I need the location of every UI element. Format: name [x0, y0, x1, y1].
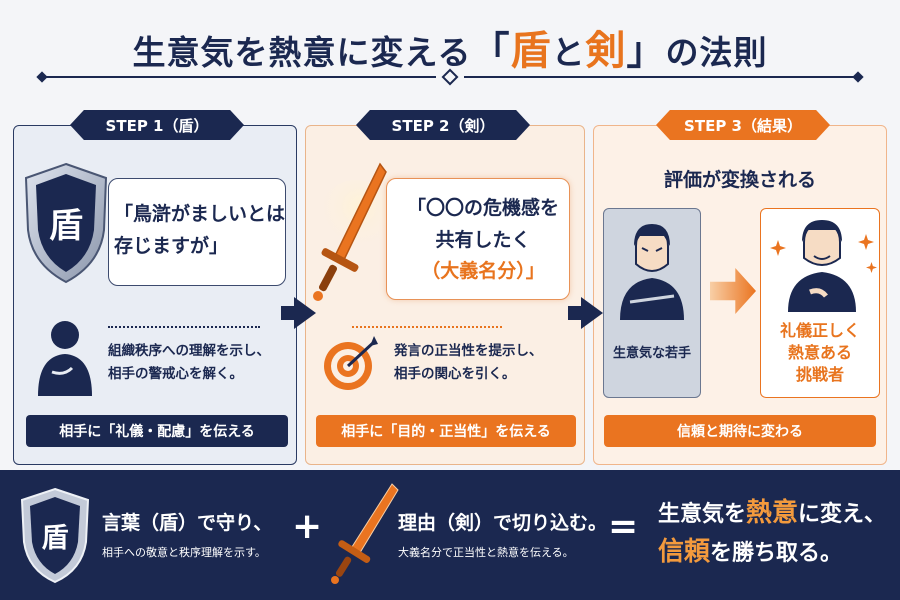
- step1-quote-line: 存じますが」: [114, 235, 229, 257]
- footer-result-text: に変え、: [798, 501, 887, 527]
- step1-description: 組織秩序への理解を示し、 相手の警戒心を解く。: [108, 340, 298, 386]
- after-label-line: 挑戦者: [795, 365, 844, 384]
- sparkle-icon: [866, 262, 877, 273]
- title-divider-left: [40, 76, 436, 78]
- sparkle-icon: [858, 234, 874, 250]
- title-suffix: の法則: [665, 33, 768, 72]
- step1-quote-line: 「鳥滸がましいとは: [114, 203, 286, 225]
- footer-shield-label: 盾: [41, 523, 69, 554]
- footer-result-text: 生意気を: [658, 501, 747, 527]
- footer-plus: +: [292, 506, 323, 547]
- title-sword-char: 剣: [585, 27, 627, 74]
- person-icon: [788, 220, 856, 312]
- footer-result-highlight: 信頼: [658, 537, 711, 567]
- footer-sword-main: 理由（剣）で切り込む。: [398, 512, 608, 534]
- step-arrow-stem: [568, 306, 582, 320]
- person-icon: [620, 224, 684, 320]
- title-shield-char: 盾: [510, 27, 552, 74]
- sword-icon: [313, 162, 388, 301]
- step-arrow-stem: [281, 306, 295, 320]
- after-card-label: 礼儀正しく 熱意ある 挑戦者: [760, 320, 880, 386]
- step1-summary-bar: 相手に「礼儀・配慮」を伝える: [26, 415, 288, 447]
- shield-icon-label: 盾: [49, 206, 83, 246]
- shield-icon: [24, 162, 108, 284]
- step1-desc-line: 相手の警戒心を解く。: [108, 366, 243, 382]
- sword-icon: [331, 483, 399, 584]
- step1-quote: 「鳥滸がましいとは 存じますが」: [114, 198, 290, 262]
- step2-desc-line: 発言の正当性を提示し、: [394, 343, 543, 359]
- step2-summary-bar: 相手に「目的・正当性」を伝える: [316, 415, 576, 447]
- arrow-right-icon: [581, 297, 603, 329]
- title-text: 生意気を熱意に変える: [132, 33, 472, 72]
- step2-quote-highlight: （大義名分）」: [421, 260, 545, 282]
- before-card-label: 生意気な若手: [612, 346, 691, 361]
- step1-speech-bubble: [108, 178, 286, 286]
- step2-tag: STEP 2（剣）: [356, 110, 530, 140]
- step2-quote-line: 共有したく: [435, 229, 531, 251]
- footer-shield-sub: 相手への敬意と秩序理解を示す。: [102, 546, 266, 559]
- page-title: 生意気を熱意に変える「盾と剣」の法則: [0, 18, 900, 76]
- step2-dotted-divider: [352, 326, 502, 328]
- after-label-line: 熱意ある: [787, 343, 852, 362]
- title-bracket-open: 「: [471, 28, 511, 73]
- step2-description: 発言の正当性を提示し、 相手の関心を引く。: [394, 340, 584, 386]
- shield-icon: [20, 487, 90, 584]
- footer-result-highlight: 熱意: [746, 498, 799, 528]
- step2-quote-line: 「〇〇の危機感を: [406, 197, 559, 219]
- after-label-line: 礼儀正しく: [779, 321, 860, 340]
- title-bracket-close: 」: [626, 28, 666, 73]
- title-divider-right: [464, 76, 860, 78]
- step2-speech-bubble: [386, 178, 570, 300]
- footer-result: 生意気を熱意に変え、 信頼を勝ち取る。: [658, 494, 886, 572]
- step2-desc-line: 相手の関心を引く。: [394, 366, 516, 382]
- step3-title: 評価が変換される: [663, 169, 816, 191]
- step3-summary-bar: 信頼と期待に変わる: [604, 415, 876, 447]
- person-icon: [38, 321, 92, 396]
- sparkle-icon: [770, 240, 786, 256]
- step3-tag: STEP 3（結果）: [656, 110, 830, 140]
- arrow-right-icon: [294, 297, 316, 329]
- step2-quote: 「〇〇の危機感を 共有したく: [396, 192, 570, 256]
- title-and-char: と: [551, 33, 586, 72]
- target-icon: [324, 336, 378, 390]
- step1-dotted-divider: [108, 326, 260, 328]
- footer-equals: =: [608, 506, 639, 547]
- footer-shield-main: 言葉（盾）で守り、: [102, 512, 273, 534]
- footer-result-text: を勝ち取る。: [710, 540, 843, 566]
- footer-sword-sub: 大義名分で正当性と熱意を伝える。: [398, 546, 574, 559]
- footer-summary: [0, 470, 900, 600]
- step1-tag: STEP 1（盾）: [70, 110, 244, 140]
- step1-desc-line: 組織秩序への理解を示し、: [108, 343, 270, 359]
